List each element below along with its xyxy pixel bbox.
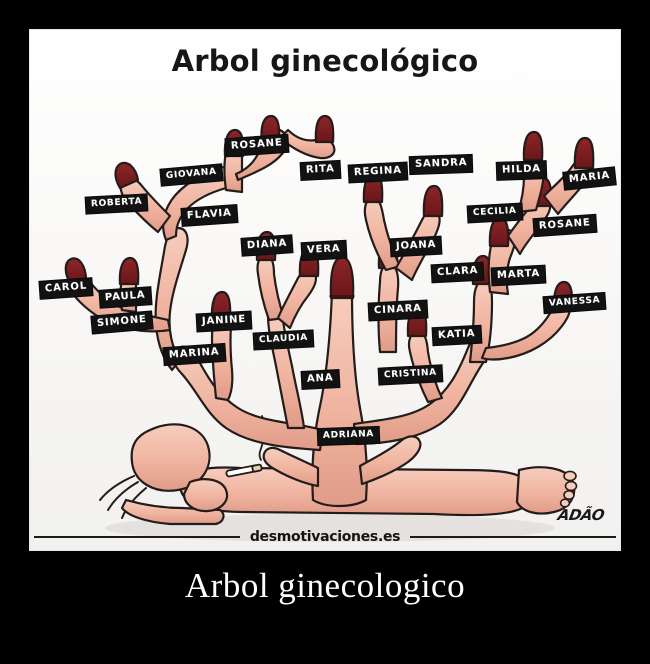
name-plaque-sandra: SANDRA — [409, 154, 473, 175]
name-plaque-ana: ANA — [301, 370, 339, 389]
name-plaque-regina: REGINA — [348, 162, 408, 183]
name-plaque-diana: DIANA — [241, 235, 293, 256]
name-plaque-vera: VERA — [301, 240, 347, 261]
name-plaque-clara: CLARA — [431, 262, 484, 283]
name-plaque-paula: PAULA — [99, 287, 152, 308]
artist-signature: ADÃO — [556, 506, 606, 524]
cartoon-title: Arbol ginecológico — [171, 44, 479, 78]
name-plaque-janine: JANINE — [196, 311, 252, 332]
name-plaque-marta: MARTA — [491, 265, 546, 286]
image-plate-frame: Arbol ginecológico — [29, 29, 621, 551]
name-plaque-cinara: CINARA — [368, 300, 428, 321]
name-plaque-rita: RITA — [300, 160, 341, 181]
name-plaque-claudia: CLAUDIA — [253, 330, 314, 350]
name-plaque-cecilia: CECILIA — [467, 203, 523, 223]
name-plaque-cristina: CRISTINA — [378, 365, 443, 385]
name-plaque-joana: JOANA — [390, 236, 442, 257]
watermark-text: desmotivaciones.es — [249, 529, 401, 545]
image-plate: Arbol ginecológico — [30, 30, 620, 550]
watermark-bar: desmotivaciones.es — [30, 527, 620, 547]
poster-caption: Arbol ginecologico — [184, 566, 466, 605]
watermark-rule-right — [410, 536, 617, 538]
name-plaque-carol: CAROL — [39, 278, 93, 299]
watermark-rule-left — [34, 536, 240, 538]
name-plaque-hilda: HILDA — [496, 161, 547, 180]
name-plaque-roberta: ROBERTA — [85, 194, 148, 214]
name-plaque-katia: KATIA — [432, 325, 481, 346]
name-plaque-adriana: ADRIANA — [317, 426, 380, 446]
